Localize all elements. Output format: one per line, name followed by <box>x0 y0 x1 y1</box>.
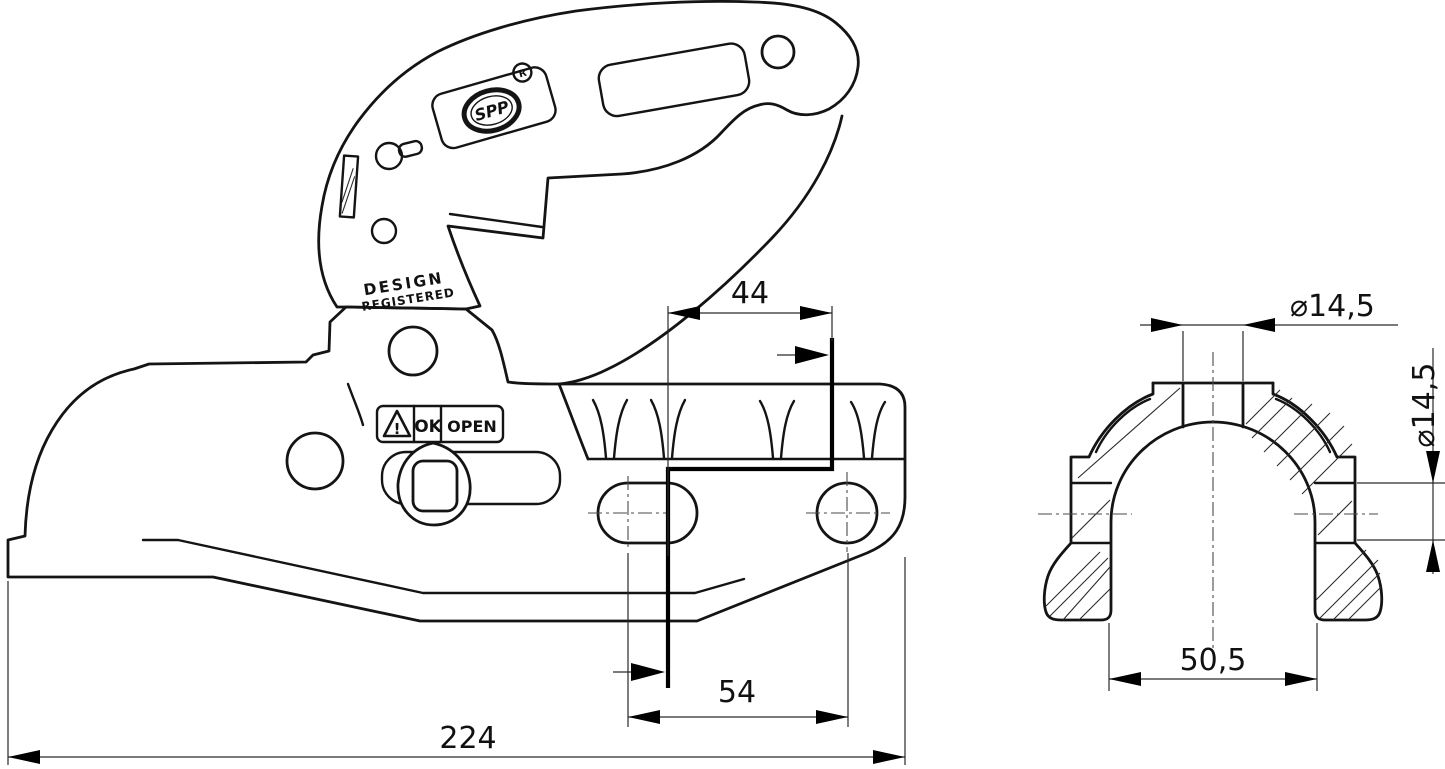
dim-top-hole-value: ⌀14,5 <box>1290 289 1375 324</box>
release-knob-group: ! OK OPEN <box>375 404 562 527</box>
indicator-ok-label: OK <box>414 417 442 437</box>
dimension-54: 54 <box>627 553 849 727</box>
lever-pin <box>374 141 404 171</box>
section-arrow-top <box>795 346 829 364</box>
lever-slot <box>338 154 360 219</box>
hole-centerline <box>806 472 890 552</box>
registered-trademark-letter: R <box>518 68 529 81</box>
section-cross-hole-lines <box>1069 481 1357 545</box>
release-knob-inner <box>411 459 459 513</box>
spp-label-plate: SPP R <box>431 62 557 150</box>
dim-44-value: 44 <box>731 276 769 311</box>
pocket-ribs <box>591 398 887 460</box>
slot-centerline <box>588 476 670 550</box>
lever-lower-hole <box>370 217 398 245</box>
dim-54-value: 54 <box>718 675 756 710</box>
warning-symbol: ! <box>394 420 401 438</box>
dim-cross-hole-value: ⌀14,5 <box>1407 363 1442 448</box>
release-knob-outer <box>396 441 472 527</box>
knob-backplate <box>380 450 562 506</box>
lever-grip-cutout <box>597 42 751 118</box>
latch-tongue-line <box>346 382 365 427</box>
lever-handle: SPP R DESIGN REGISTERED <box>317 0 860 314</box>
base-fold-line <box>141 538 746 595</box>
warning-triangle-icon <box>382 409 412 438</box>
dim-224-value: 224 <box>439 721 496 756</box>
dimension-top-hole-diameter: ⌀14,5 <box>1140 289 1398 381</box>
section-top-hole-walls <box>1181 381 1245 429</box>
section-left-half <box>1042 381 1215 622</box>
coupling-body-outline <box>6 305 907 623</box>
registered-trademark-icon <box>512 62 533 83</box>
lever-pin-stem <box>397 139 424 158</box>
dim-inner-width-value: 50,5 <box>1180 643 1247 678</box>
coupling-side-view <box>6 114 907 623</box>
section-cut-line <box>613 338 835 688</box>
dimension-224: 224 <box>7 557 906 765</box>
dimension-cross-hole-diameter: ⌀14,5 <box>1357 348 1445 574</box>
body-hole <box>285 431 345 491</box>
coupling-section-view <box>1038 352 1384 655</box>
ok-open-indicator: ! OK OPEN <box>375 404 505 444</box>
dimension-44: 44 <box>667 276 833 556</box>
lever-tip-hole <box>760 34 796 70</box>
latch-inner-line <box>448 212 544 229</box>
indicator-open-label: OPEN <box>447 417 497 436</box>
dimension-inner-width: 50,5 <box>1108 623 1318 691</box>
pivot-hole <box>387 325 439 377</box>
section-arrow-bottom <box>631 663 665 681</box>
section-hatching <box>1045 387 1382 621</box>
lever-outline <box>317 0 860 311</box>
handle-web-sweep <box>557 114 844 461</box>
spp-logo-ring <box>461 87 522 134</box>
section-right-half <box>1211 381 1384 622</box>
